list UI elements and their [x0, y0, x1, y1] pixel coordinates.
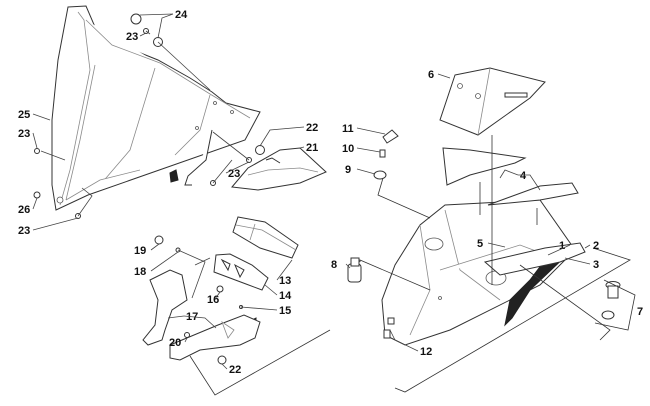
- callout-26: 26: [18, 204, 30, 216]
- callout-13: 13: [279, 275, 291, 287]
- key[interactable]: [379, 149, 386, 158]
- instrument-gauge[interactable]: [232, 216, 299, 259]
- callout-14: 14: [279, 290, 292, 302]
- callout-20: 20: [169, 337, 181, 349]
- callout-1: 1: [559, 240, 565, 252]
- nut-22-lower[interactable]: [217, 355, 227, 365]
- callout-3: 3: [593, 259, 599, 271]
- callout-23-left: 23: [18, 128, 30, 140]
- callout-8: 8: [331, 259, 337, 271]
- callout-23-mid: 23: [228, 168, 240, 180]
- callout-18: 18: [134, 266, 146, 278]
- callout-24: 24: [175, 9, 188, 21]
- callout-7: 7: [637, 306, 643, 318]
- fuel-cap-assembly[interactable]: [601, 281, 621, 320]
- callout-5: 5: [477, 238, 483, 250]
- callout-22-upper: 22: [306, 122, 318, 134]
- console-lens-upper[interactable]: [442, 147, 527, 186]
- nut-24-top[interactable]: [130, 13, 142, 25]
- connector[interactable]: [383, 317, 395, 339]
- switch[interactable]: [347, 257, 362, 283]
- callout-12: 12: [420, 346, 432, 358]
- windshield-clip: [184, 129, 213, 186]
- callout-23-bottom: 23: [18, 225, 30, 237]
- callout-19: 19: [134, 245, 146, 257]
- callout-25: 25: [18, 109, 30, 121]
- gauge-bracket[interactable]: [213, 253, 269, 291]
- callout-9: 9: [345, 164, 351, 176]
- callout-4: 4: [520, 170, 527, 182]
- callout-2: 2: [593, 240, 599, 252]
- callout-15: 15: [279, 305, 291, 317]
- grommet[interactable]: [373, 170, 387, 180]
- console-lens-lower[interactable]: [487, 182, 579, 206]
- washer-26[interactable]: [33, 191, 41, 199]
- callout-11: 11: [342, 123, 354, 135]
- callout-10: 10: [342, 143, 354, 155]
- nut-22-upper[interactable]: [255, 145, 265, 155]
- windshield[interactable]: [51, 5, 261, 211]
- callout-6: 6: [428, 69, 434, 81]
- callout-22-lower: 22: [229, 364, 241, 376]
- callout-21: 21: [306, 142, 318, 154]
- windshield-deflector[interactable]: [231, 147, 327, 191]
- callout-23-top: 23: [126, 31, 138, 43]
- mounting-bracket-left[interactable]: [142, 269, 188, 346]
- bolt-20[interactable]: [184, 332, 190, 338]
- console-cover[interactable]: [439, 67, 546, 136]
- washer-19[interactable]: [154, 235, 164, 245]
- fastener-23-left[interactable]: [34, 148, 40, 154]
- knob[interactable]: [382, 129, 399, 144]
- arrow-indicator-icon: [169, 169, 179, 183]
- bolt-16[interactable]: [216, 285, 224, 293]
- side-trim[interactable]: [483, 242, 586, 276]
- mounting-bracket-right[interactable]: [169, 314, 261, 361]
- hood-console[interactable]: [381, 199, 576, 346]
